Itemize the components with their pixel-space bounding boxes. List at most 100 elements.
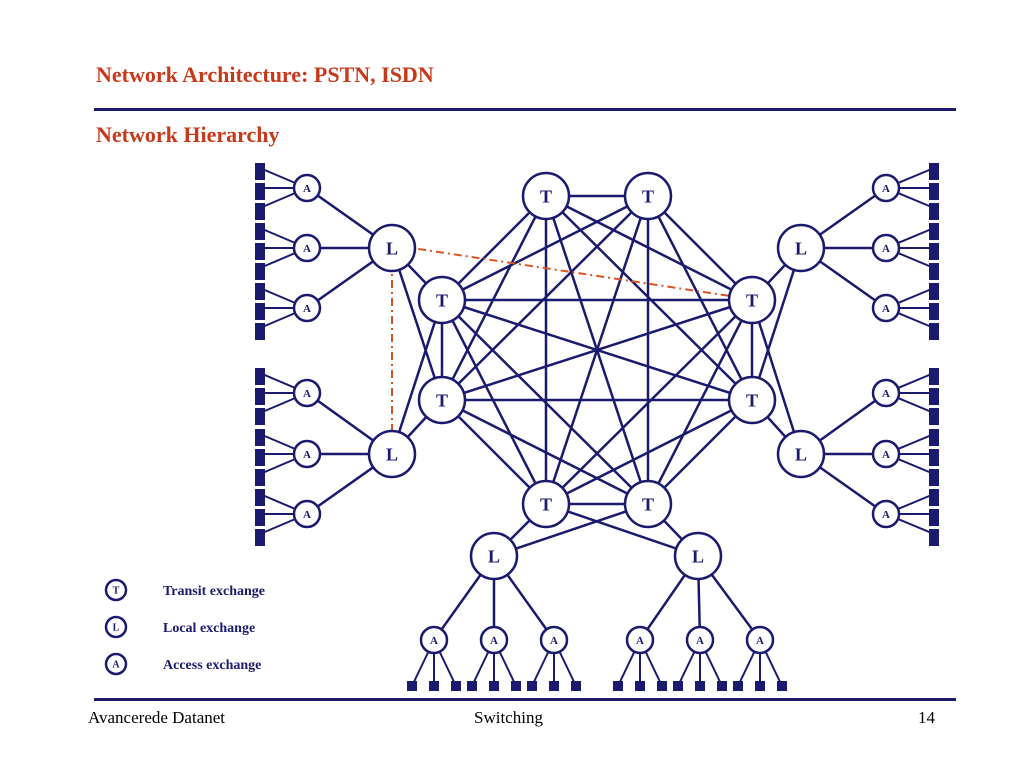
local-transit-link: [390, 247, 444, 401]
access-exchange-node-label: A: [303, 303, 311, 315]
terminal-square: [929, 170, 939, 180]
terminal-square: [467, 681, 477, 691]
local-transit-link: [390, 299, 444, 455]
terminal-square: [255, 323, 265, 333]
access-exchange-node: [871, 233, 901, 263]
access-exchange-node-label: A: [430, 635, 438, 647]
terminal-square: [511, 681, 521, 691]
terminal-square: [929, 263, 939, 273]
terminal-square: [733, 681, 743, 691]
terminal-square: [255, 469, 265, 479]
terminal-square: [255, 210, 265, 220]
terminal-square: [255, 163, 265, 173]
transit-exchange-node: [417, 275, 467, 325]
access-exchange-node: [292, 378, 322, 408]
transit-link: [545, 398, 753, 506]
local-exchange-node-label: L: [795, 238, 807, 258]
terminal-square: [929, 529, 939, 539]
terminal-square: [929, 388, 939, 398]
legend-symbol: [104, 578, 128, 602]
access-exchange-node: [479, 625, 509, 655]
access-exchange-node-label: A: [550, 635, 558, 647]
transit-link: [646, 195, 754, 401]
transit-link: [647, 195, 753, 301]
terminal-square: [635, 681, 645, 691]
terminal-square: [657, 681, 667, 691]
terminal-square: [929, 415, 939, 425]
terminal-square: [527, 681, 537, 691]
terminal-square: [673, 681, 683, 691]
transit-link: [441, 399, 547, 505]
terminal-square: [929, 456, 939, 466]
local-exchange-node: [776, 429, 826, 479]
terminal-square: [255, 290, 265, 300]
transit-exchange-node-label: T: [436, 390, 448, 410]
terminal-square: [929, 368, 939, 378]
transit-exchange-node-label: T: [540, 186, 552, 206]
terminal-square: [255, 243, 265, 253]
terminal-square: [255, 303, 265, 313]
terminal-square: [255, 476, 265, 486]
terminal-square: [255, 516, 265, 526]
terminal-square: [929, 395, 939, 405]
access-exchange-node: [292, 233, 322, 263]
legend-symbol-label: T: [113, 586, 120, 597]
terminal-square: [613, 681, 623, 691]
access-exchange-node: [292, 439, 322, 469]
local-exchange-node-label: L: [692, 546, 704, 566]
transit-link: [647, 399, 753, 505]
footer-divider: [94, 698, 956, 701]
local-exchange-node: [673, 531, 723, 581]
terminal-square: [255, 375, 265, 385]
terminal-square: [255, 170, 265, 180]
access-exchange-node: [292, 173, 322, 203]
local-transit-link: [545, 502, 699, 558]
terminal-square: [695, 681, 705, 691]
local-exchange-node-label: L: [488, 546, 500, 566]
local-exchange-node-label: L: [386, 444, 398, 464]
terminal-square: [929, 183, 939, 193]
transit-link: [440, 195, 548, 401]
terminal-square: [755, 681, 765, 691]
transit-link: [646, 299, 754, 505]
terminal-square: [255, 330, 265, 340]
local-exchange-node-label: L: [795, 444, 807, 464]
transit-exchange-node-label: T: [746, 290, 758, 310]
legend-symbol: [104, 652, 128, 676]
terminal-square: [929, 290, 939, 300]
transit-exchange-node-label: T: [642, 494, 654, 514]
terminal-square: [255, 270, 265, 280]
terminal-square: [255, 436, 265, 446]
terminal-square: [489, 681, 499, 691]
terminal-square: [929, 516, 939, 526]
local-transit-link: [750, 247, 803, 401]
terminal-square: [549, 681, 559, 691]
legend-symbol: [104, 615, 128, 639]
access-exchange-node: [625, 625, 655, 655]
transit-link: [441, 194, 649, 302]
terminal-square: [929, 509, 939, 519]
transit-exchange-node-label: T: [746, 390, 758, 410]
terminal-square: [255, 203, 265, 213]
local-exchange-node: [776, 223, 826, 273]
terminal-square: [929, 375, 939, 385]
legend-label: Local exchange: [163, 621, 255, 636]
title-divider: [94, 108, 956, 111]
transit-link: [441, 398, 649, 506]
access-exchange-node-label: A: [882, 509, 890, 521]
terminal-square: [255, 449, 265, 459]
local-exchange-node: [367, 223, 417, 273]
slide-title: Network Architecture: PSTN, ISDN: [96, 62, 434, 87]
terminal-square: [929, 496, 939, 506]
access-exchange-node: [745, 625, 775, 655]
terminal-square: [929, 436, 939, 446]
terminal-square: [255, 368, 265, 378]
access-exchange-node: [871, 439, 901, 469]
local-transit-link: [493, 502, 649, 558]
terminal-square: [255, 509, 265, 519]
terminal-square: [255, 536, 265, 546]
terminal-square: [929, 489, 939, 499]
terminal-square: [255, 489, 265, 499]
terminal-square: [407, 681, 417, 691]
